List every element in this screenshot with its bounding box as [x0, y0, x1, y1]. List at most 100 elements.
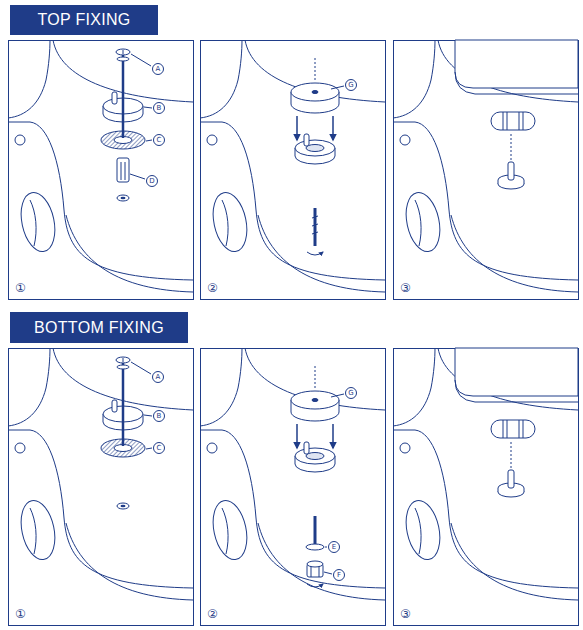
leader-line — [130, 54, 152, 179]
callout-letter: A — [152, 63, 164, 75]
leader-line — [131, 362, 152, 449]
step-panel — [393, 40, 578, 292]
step-panel — [9, 349, 194, 626]
washer-nut — [306, 544, 324, 550]
callout-letter: B — [153, 102, 165, 114]
leader-line — [130, 174, 145, 179]
step-panel — [295, 134, 335, 164]
section-header: TOP FIXING — [10, 5, 158, 35]
fixing-parts — [122, 54, 125, 138]
screw — [312, 232, 318, 234]
callout-letter-text: C — [157, 445, 162, 452]
leader-line — [144, 107, 152, 108]
fixing-parts — [121, 162, 122, 180]
callout-letter: G — [345, 79, 357, 91]
step-panel — [9, 41, 194, 300]
callout-letter: F — [333, 569, 345, 581]
leader-line — [146, 140, 152, 141]
washer-nut — [311, 566, 312, 577]
callout-letter-text: G — [348, 390, 353, 397]
callout-letter: B — [153, 410, 165, 422]
callout-letter-text: B — [157, 413, 162, 420]
step-panel — [393, 348, 579, 626]
step-panel — [200, 348, 386, 626]
leader-line — [146, 448, 152, 449]
step-panel — [200, 40, 385, 292]
step-panel — [393, 348, 578, 600]
step-number: ② — [207, 608, 218, 620]
screw — [312, 224, 318, 226]
step-panel — [291, 366, 339, 448]
callout-letter: A — [152, 371, 164, 383]
step-panel — [8, 40, 193, 292]
step-panel — [201, 41, 386, 300]
fixing-parts — [117, 57, 129, 61]
fixing-parts — [116, 49, 130, 55]
leader-line — [131, 54, 151, 66]
step-panel — [117, 195, 129, 201]
screw — [307, 252, 323, 255]
step-panel — [201, 349, 386, 626]
callout-letter-text: D — [149, 178, 154, 185]
step-panel — [291, 58, 339, 140]
callout-letter-text: E — [332, 544, 336, 551]
washer-nut — [314, 516, 317, 544]
fixing-parts — [125, 162, 126, 180]
fixing-parts — [117, 158, 129, 182]
callout-letter: D — [146, 175, 158, 187]
fixing-parts — [123, 358, 124, 362]
step-panel — [394, 41, 579, 300]
screw — [307, 208, 323, 255]
step-panel — [8, 348, 193, 600]
callout-letter-text: C — [157, 137, 162, 144]
step-number: ② — [207, 282, 218, 294]
washer-nut — [307, 584, 323, 587]
step-panel — [200, 348, 385, 600]
leader-line — [325, 547, 327, 548]
callout-letter-text: B — [157, 105, 162, 112]
callout-letter-text: A — [156, 66, 161, 73]
callout-letter-text: A — [156, 374, 161, 381]
step-panel — [8, 348, 194, 626]
callout-letter-text: F — [337, 572, 341, 579]
leader-line — [131, 362, 151, 374]
leader-line — [331, 394, 344, 397]
fixing-parts — [123, 50, 124, 54]
callout-letter: C — [153, 134, 165, 146]
callout-letter: E — [328, 541, 340, 553]
screw — [312, 216, 318, 218]
step-panel — [8, 40, 194, 300]
washer-nut — [306, 516, 324, 587]
leader-line — [324, 394, 344, 574]
leader-line — [324, 572, 332, 574]
header-text: BOTTOM FIXING — [34, 319, 164, 337]
fixing-parts — [116, 357, 130, 363]
fixing-parts — [112, 400, 117, 412]
step-number: ① — [15, 282, 26, 294]
section-header: BOTTOM FIXING — [10, 312, 188, 343]
step-panel — [394, 349, 579, 626]
fixing-parts — [101, 49, 145, 182]
step-panel — [455, 348, 578, 497]
step-panel — [117, 503, 129, 509]
screw — [314, 208, 317, 246]
leader-line — [144, 415, 152, 416]
step-number: ① — [15, 608, 26, 620]
fixing-parts — [101, 357, 145, 457]
step-panel — [295, 442, 335, 472]
leader-line — [331, 86, 344, 89]
washer-nut — [307, 561, 323, 567]
fixing-parts — [112, 92, 117, 104]
step-panel — [393, 40, 579, 300]
callout-letter-text: G — [348, 82, 353, 89]
callout-letter: C — [153, 442, 165, 454]
fixing-parts — [122, 362, 125, 446]
washer-nut — [319, 566, 320, 577]
fixing-parts — [117, 365, 129, 369]
step-panel — [455, 40, 578, 189]
step-number: ③ — [400, 608, 411, 620]
step-panel — [200, 40, 386, 300]
callout-letter: G — [345, 387, 357, 399]
header-text: TOP FIXING — [37, 11, 130, 29]
